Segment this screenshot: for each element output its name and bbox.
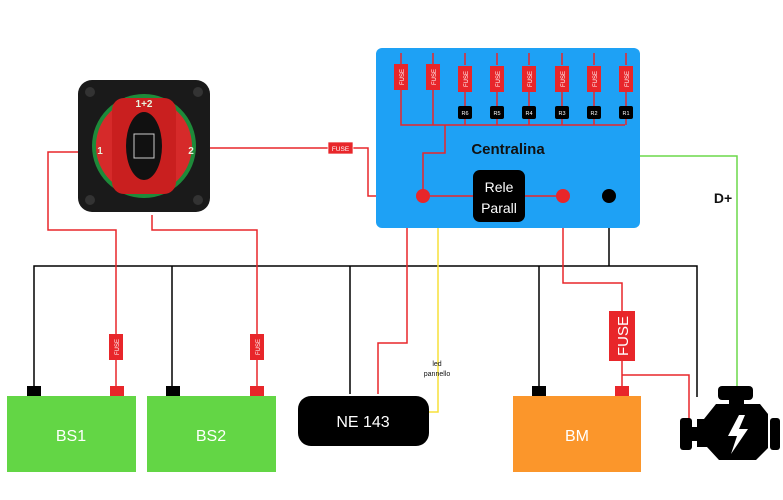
panel-fuse: FUSE — [394, 64, 408, 90]
ne143-label: NE 143 — [336, 414, 389, 431]
relay-parallel[interactable]: Rele Parall — [473, 170, 525, 222]
panel-fuse: FUSE — [555, 66, 569, 92]
panel-fuse: FUSE — [619, 66, 633, 92]
d-plus-label: D+ — [714, 190, 732, 206]
panel-fuse: FUSE — [458, 66, 472, 92]
engine-icon — [680, 386, 780, 460]
battery-bs2-label: BS2 — [196, 428, 226, 445]
battery-bs1-label: BS1 — [56, 428, 86, 445]
fuse-switch-panel: FUSE — [327, 141, 354, 155]
junction-dot-right — [556, 189, 570, 203]
panel-fuse-label: FUSE — [625, 71, 631, 87]
panel-fuses: FUSE FUSE FUSE FUSE FUSE FUSE FUSE FUSE — [394, 64, 633, 92]
panel-fuse-label: FUSE — [432, 69, 438, 85]
panel-fuse: FUSE — [587, 66, 601, 92]
led-wire — [428, 228, 439, 413]
panel-fuse: FUSE — [522, 66, 536, 92]
fuse-bs1: FUSE — [109, 334, 123, 360]
battery-bs2: BS2 — [147, 386, 276, 472]
switch-position-both: 1+2 — [136, 99, 153, 110]
panel-fuse-label: FUSE — [561, 71, 567, 87]
battery-bs1: BS1 — [7, 386, 136, 472]
panel-relay-label: R5 — [493, 111, 500, 117]
ground-terminal — [602, 189, 616, 203]
svg-text:FUSE: FUSE — [115, 339, 121, 355]
panel-relays: R6 R5 R4 R3 R2 R1 — [458, 106, 633, 119]
led-label-2: pannello — [424, 371, 451, 378]
panel-fuse-label: FUSE — [400, 69, 406, 85]
led-label-1: led — [432, 361, 441, 368]
panel-fuse: FUSE — [426, 64, 440, 90]
panel-title: Centralina — [471, 141, 545, 158]
panel-fuse-label: FUSE — [464, 71, 470, 87]
fuse-bm: FUSE — [609, 311, 635, 361]
panel-relay-label: R3 — [558, 111, 565, 117]
switch-position-2: 2 — [188, 146, 194, 157]
panel-fuse-label: FUSE — [528, 71, 534, 87]
ne143-feed-wire — [377, 228, 408, 394]
panel-relay-label: R2 — [590, 111, 597, 117]
engine-feed-wire — [622, 374, 690, 420]
panel-fuse: FUSE — [490, 66, 504, 92]
panel-relay-label: R6 — [461, 111, 468, 117]
ne143-module: NE 143 — [298, 396, 429, 446]
battery-bm: BM — [513, 386, 641, 472]
battery-bm-label: BM — [565, 428, 589, 445]
svg-text:FUSE: FUSE — [332, 146, 350, 153]
relay-parallel-label-1: Rele — [485, 179, 514, 195]
relay-parallel-label-2: Parall — [481, 200, 517, 216]
panel-fuse-label: FUSE — [593, 71, 599, 87]
panel-relay-label: R1 — [622, 111, 629, 117]
svg-text:FUSE: FUSE — [615, 316, 632, 356]
junction-dot-left — [416, 189, 430, 203]
battery-switch[interactable]: 1+2 1 2 — [78, 80, 210, 212]
centralina-panel — [376, 48, 640, 228]
fuse-bs2: FUSE — [250, 334, 264, 360]
panel-relay: R6 — [458, 106, 472, 119]
svg-text:FUSE: FUSE — [256, 339, 262, 355]
switch-position-1: 1 — [97, 146, 103, 157]
d-plus-wire — [640, 155, 738, 392]
panel-relay: R2 — [587, 106, 601, 119]
panel-relay: R1 — [619, 106, 633, 119]
panel-relay: R3 — [555, 106, 569, 119]
panel-fuse-label: FUSE — [496, 71, 502, 87]
panel-relay: R5 — [490, 106, 504, 119]
panel-relay: R4 — [522, 106, 536, 119]
panel-relay-label: R4 — [525, 111, 532, 117]
